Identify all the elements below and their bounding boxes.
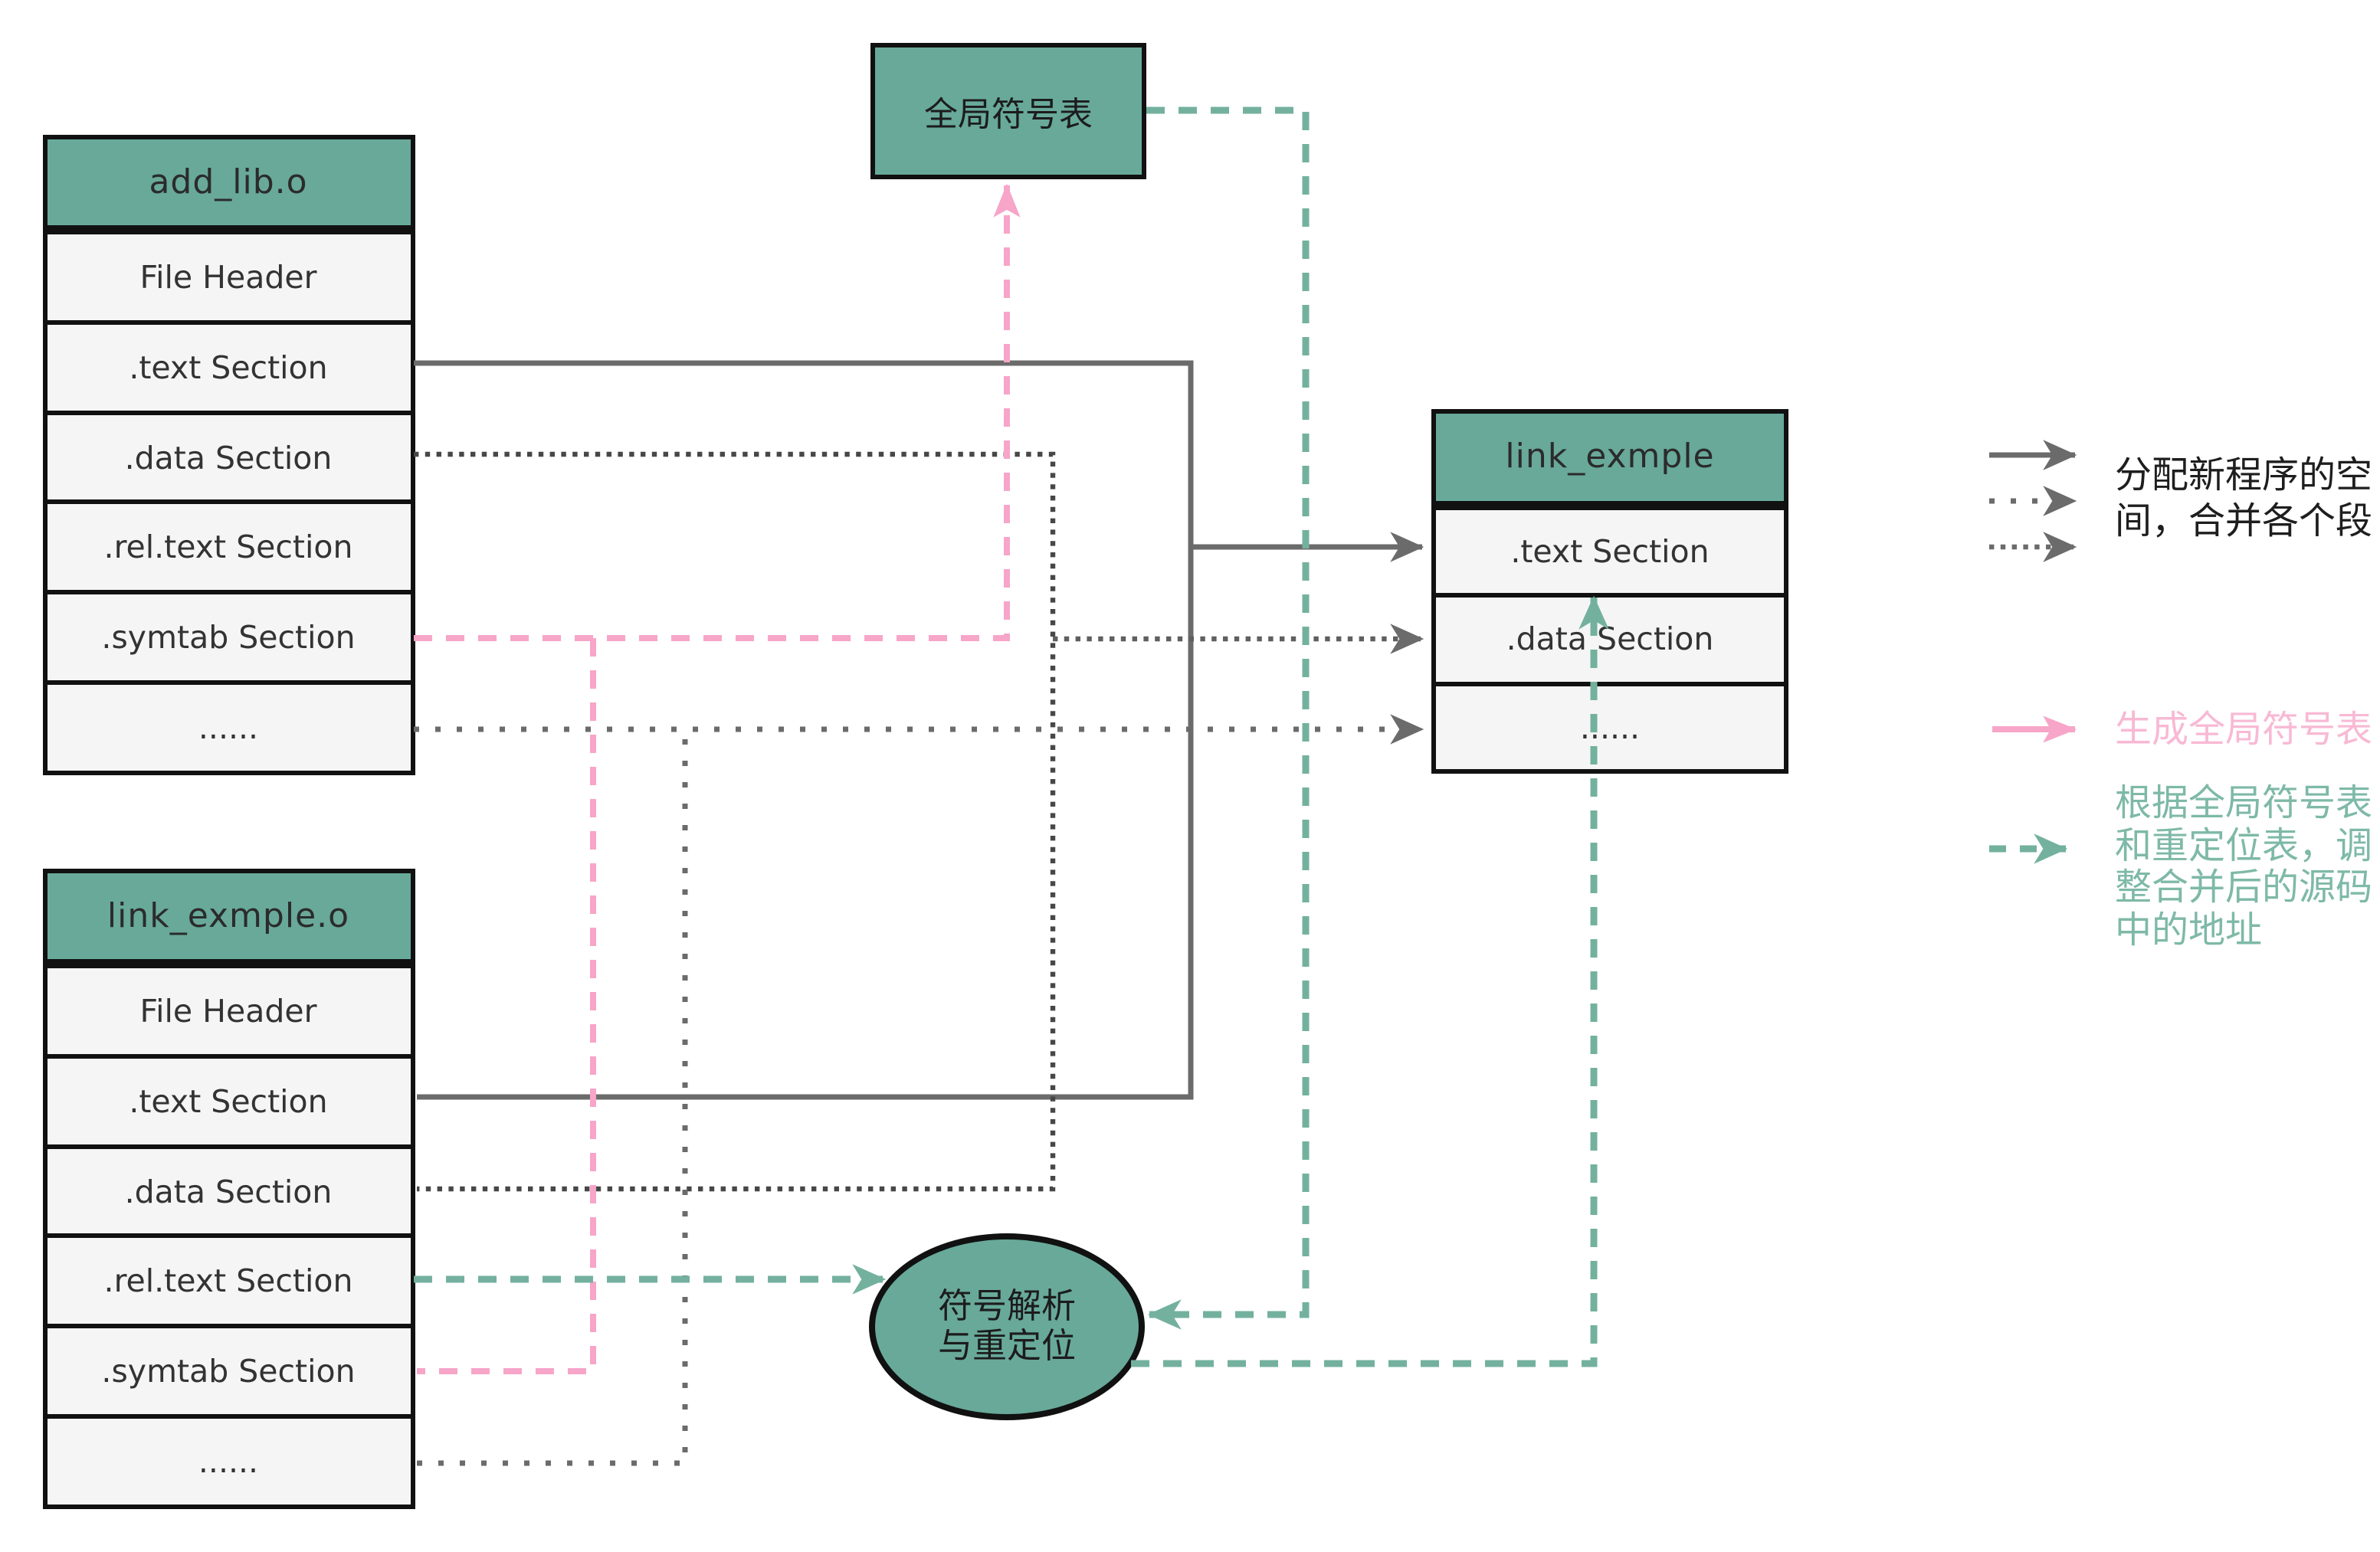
- text-sections-merge-line: [414, 360, 1194, 1100]
- object-file-title: add_lib.o: [47, 139, 410, 230]
- section-row: ......: [1436, 681, 1784, 769]
- symbol-resolve-relocate-ellipse: 符号解析 与重定位: [869, 1233, 1145, 1420]
- section-row: .rel.text Section: [47, 1233, 410, 1324]
- section-row: .text Section: [47, 1053, 410, 1144]
- data-sections-merge-line: [414, 451, 1056, 1192]
- section-row: .rel.text Section: [47, 499, 410, 591]
- legend-pink-label: 生成全局符号表: [2115, 708, 2372, 751]
- ellipse-label-line1: 符号解析: [937, 1287, 1076, 1327]
- legend-green-label: 根据全局符号表和重定位表，调整合并后的源码中的地址: [2115, 781, 2372, 951]
- output-file-title: link_exmple: [1436, 414, 1784, 506]
- global-symbol-table-box: 全局符号表: [870, 43, 1146, 179]
- section-row: .data Section: [47, 410, 410, 500]
- object-file-link-exmple-o: link_exmple.o File Header .text Section …: [42, 869, 415, 1509]
- section-row: .data Section: [1436, 593, 1784, 682]
- object-file-title: link_exmple.o: [47, 873, 410, 964]
- ellipse-label-line2: 与重定位: [937, 1327, 1076, 1367]
- section-row: ......: [47, 680, 410, 771]
- symtab-to-global-table-arrow: [414, 183, 1021, 641]
- output-file-link-exmple: link_exmple .text Section .data Section …: [1431, 409, 1788, 774]
- other-sections-merge-line: [417, 732, 688, 1466]
- section-row: .text Section: [47, 319, 410, 411]
- section-row: .symtab Section: [47, 590, 410, 681]
- section-row: .symtab Section: [47, 1324, 410, 1415]
- section-row: .text Section: [1436, 506, 1784, 594]
- section-row: .data Section: [47, 1144, 410, 1234]
- section-row: File Header: [47, 964, 410, 1054]
- global-table-to-resolve-arrow: [1146, 106, 1310, 1330]
- legend-merge-label: 分配新程序的空间，合并各个段: [2115, 453, 2372, 542]
- symtab2-to-global-table-line: [417, 638, 596, 1374]
- section-row: ......: [47, 1414, 410, 1505]
- object-file-add-lib: add_lib.o File Header .text Section .dat…: [42, 135, 415, 775]
- section-row: File Header: [47, 230, 410, 320]
